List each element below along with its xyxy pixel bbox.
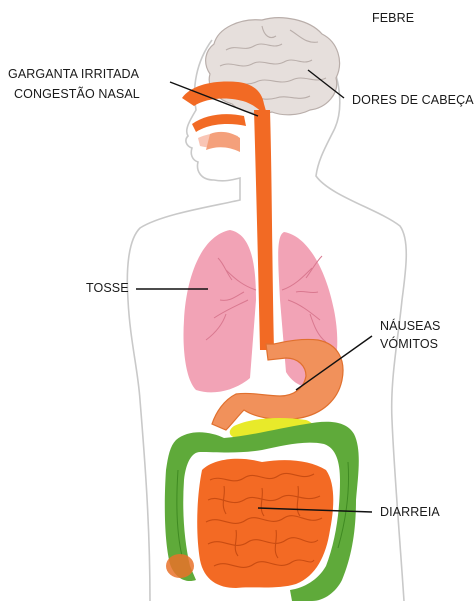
label-nausea: NÁUSEAS [380, 318, 440, 335]
small-intestine [197, 459, 333, 588]
label-vomiting: VÓMITOS [380, 336, 438, 353]
label-headache: DORES DE CABEÇA [352, 92, 474, 109]
left-lung [184, 230, 257, 392]
brain-shape [206, 18, 340, 115]
label-fever: FEBRE [372, 10, 414, 27]
label-cough: TOSSE [86, 280, 129, 297]
label-diarrhea: DIARREIA [380, 504, 440, 521]
label-sore-throat: GARGANTA IRRITADA [8, 66, 139, 83]
palate [192, 114, 246, 132]
label-nasal-congestion: CONGESTÃO NASAL [14, 86, 140, 103]
tongue [206, 132, 240, 152]
appendix-area [166, 554, 194, 578]
esophagus [254, 110, 274, 350]
brain [206, 18, 340, 115]
